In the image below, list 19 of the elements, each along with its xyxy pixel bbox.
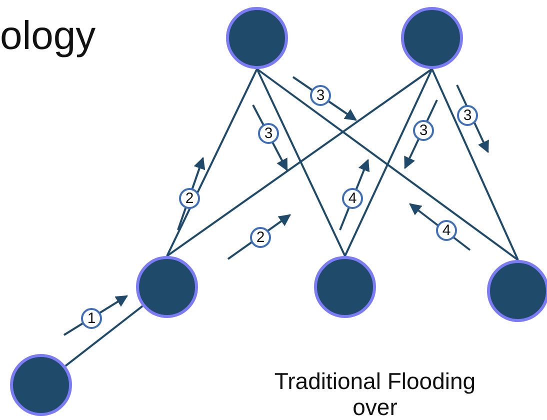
- step-number: 3: [258, 123, 279, 144]
- step-number: 1: [81, 308, 102, 329]
- step-number: 2: [250, 227, 271, 248]
- step-number: 3: [310, 85, 331, 106]
- step-number: 3: [413, 120, 434, 141]
- caption-text: over: [352, 394, 398, 420]
- connector-line: [431, 68, 519, 260]
- connector-line: [256, 68, 346, 256]
- connector-line: [64, 305, 144, 367]
- connector-line: [166, 68, 258, 256]
- connector-line: [256, 68, 519, 261]
- step-number: 4: [342, 188, 363, 209]
- step-number: 4: [436, 220, 457, 241]
- connector-line: [344, 68, 433, 256]
- title-text: ology: [0, 14, 96, 59]
- connector-line: [166, 68, 433, 257]
- caption-text: Traditional Flooding: [274, 368, 476, 395]
- step-number: 3: [457, 105, 478, 126]
- step-number: 2: [179, 188, 200, 209]
